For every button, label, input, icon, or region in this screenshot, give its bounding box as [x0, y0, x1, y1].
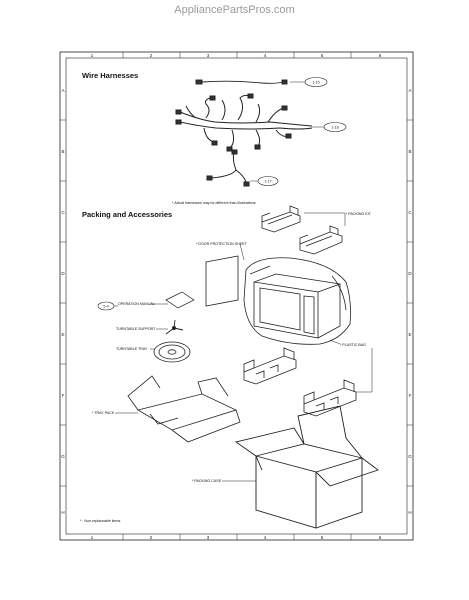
- wire-harness-1: [195, 79, 305, 85]
- leader-packing-kit-bottom: [356, 348, 373, 393]
- label-tray-pack: * TRAY PACK: [92, 411, 115, 415]
- grid-col-4-bottom: 4: [264, 535, 267, 540]
- grid-col-1-bottom: 1: [91, 535, 94, 540]
- turntable-support: [165, 319, 184, 335]
- turntable-tray: [153, 341, 191, 363]
- grid-col-2: 2: [150, 53, 153, 58]
- harness-note: * Actual harnesses may be different than…: [172, 201, 256, 205]
- grid-row-g: G: [61, 454, 65, 459]
- grid-row-d-right: D: [408, 271, 412, 276]
- leader-plastic-bag: [329, 339, 341, 345]
- wire-harness-3: [206, 149, 258, 187]
- inner-frame: [65, 57, 408, 535]
- label-operation-manual: OPERATION MANUAL: [118, 302, 155, 306]
- callout-5-4-text: 5-4: [103, 305, 108, 309]
- callout-1-17-text: 1-17: [264, 180, 271, 184]
- packing-kit-top: [261, 205, 301, 233]
- outer-frame: [59, 51, 414, 541]
- grid-row-f: F: [62, 393, 65, 398]
- grid-row-a: A: [61, 88, 64, 93]
- section-title-packing: Packing and Accessories: [82, 210, 172, 219]
- grid-row-c: C: [61, 210, 65, 215]
- operation-manual: [165, 291, 195, 309]
- label-turntable-support: TURNTABLE SUPPORT: [116, 327, 156, 331]
- door-protection-sheet: [205, 255, 239, 307]
- grid-col-3: 3: [207, 53, 210, 58]
- grid-row-e: E: [61, 332, 64, 337]
- label-plastic-bag: * PLASTIC BAG: [340, 343, 366, 347]
- grid-row-h: H: [61, 510, 64, 515]
- label-door-protection-sheet: * DOOR PROTECTION SHEET: [196, 242, 248, 246]
- callout-1-15: 1-15: [304, 77, 328, 87]
- packing-kit-middle: [299, 225, 343, 255]
- grid-col-4: 4: [264, 53, 267, 58]
- grid-row-h-right: H: [408, 510, 411, 515]
- grid-row-e-right: E: [408, 332, 411, 337]
- leader-door-sheet: [239, 243, 245, 261]
- packing-kit-bottom-right: [303, 379, 357, 417]
- grid-row-b-right: B: [408, 149, 411, 154]
- grid-col-5-bottom: 5: [321, 535, 324, 540]
- callout-1-16: 1-16: [323, 122, 347, 132]
- section-title-wire-harnesses: Wire Harnesses: [82, 71, 138, 80]
- callout-5-4: 5-4: [97, 301, 115, 311]
- leader-packing-kit: [304, 212, 346, 226]
- wire-harness-2: [175, 93, 324, 152]
- grid-row-g-right: G: [408, 454, 412, 459]
- tray-pack: [127, 375, 241, 443]
- packing-case: [234, 405, 379, 529]
- grid-row-d: D: [61, 271, 65, 276]
- label-packing-kit: * PACKING KIT: [346, 212, 372, 216]
- label-turntable-tray: TURNTABLE TRAY: [116, 347, 148, 351]
- grid-col-5: 5: [321, 53, 324, 58]
- packing-kit-bottom-left: [243, 347, 297, 385]
- grid-col-2-bottom: 2: [150, 535, 153, 540]
- grid-row-f-right: F: [409, 393, 412, 398]
- grid-col-6-bottom: 6: [379, 535, 382, 540]
- grid-row-a-right: A: [408, 88, 411, 93]
- grid-row-b: B: [61, 149, 64, 154]
- callout-1-17: 1-17: [257, 176, 279, 186]
- grid-col-3-bottom: 3: [207, 535, 210, 540]
- microwave-in-bag: [243, 257, 351, 345]
- grid-row-c-right: C: [408, 210, 412, 215]
- footnote-non-replaceable: * : Non-replaceable items.: [80, 519, 121, 523]
- label-packing-case: * PACKING CASE: [192, 479, 222, 483]
- grid-col-6: 6: [379, 53, 382, 58]
- grid-ticks: [60, 52, 413, 540]
- site-header: AppliancePartsPros.com: [174, 4, 295, 16]
- grid-col-1: 1: [91, 53, 94, 58]
- callout-1-16-text: 1-16: [331, 126, 338, 130]
- callout-1-15-text: 1-15: [312, 81, 319, 85]
